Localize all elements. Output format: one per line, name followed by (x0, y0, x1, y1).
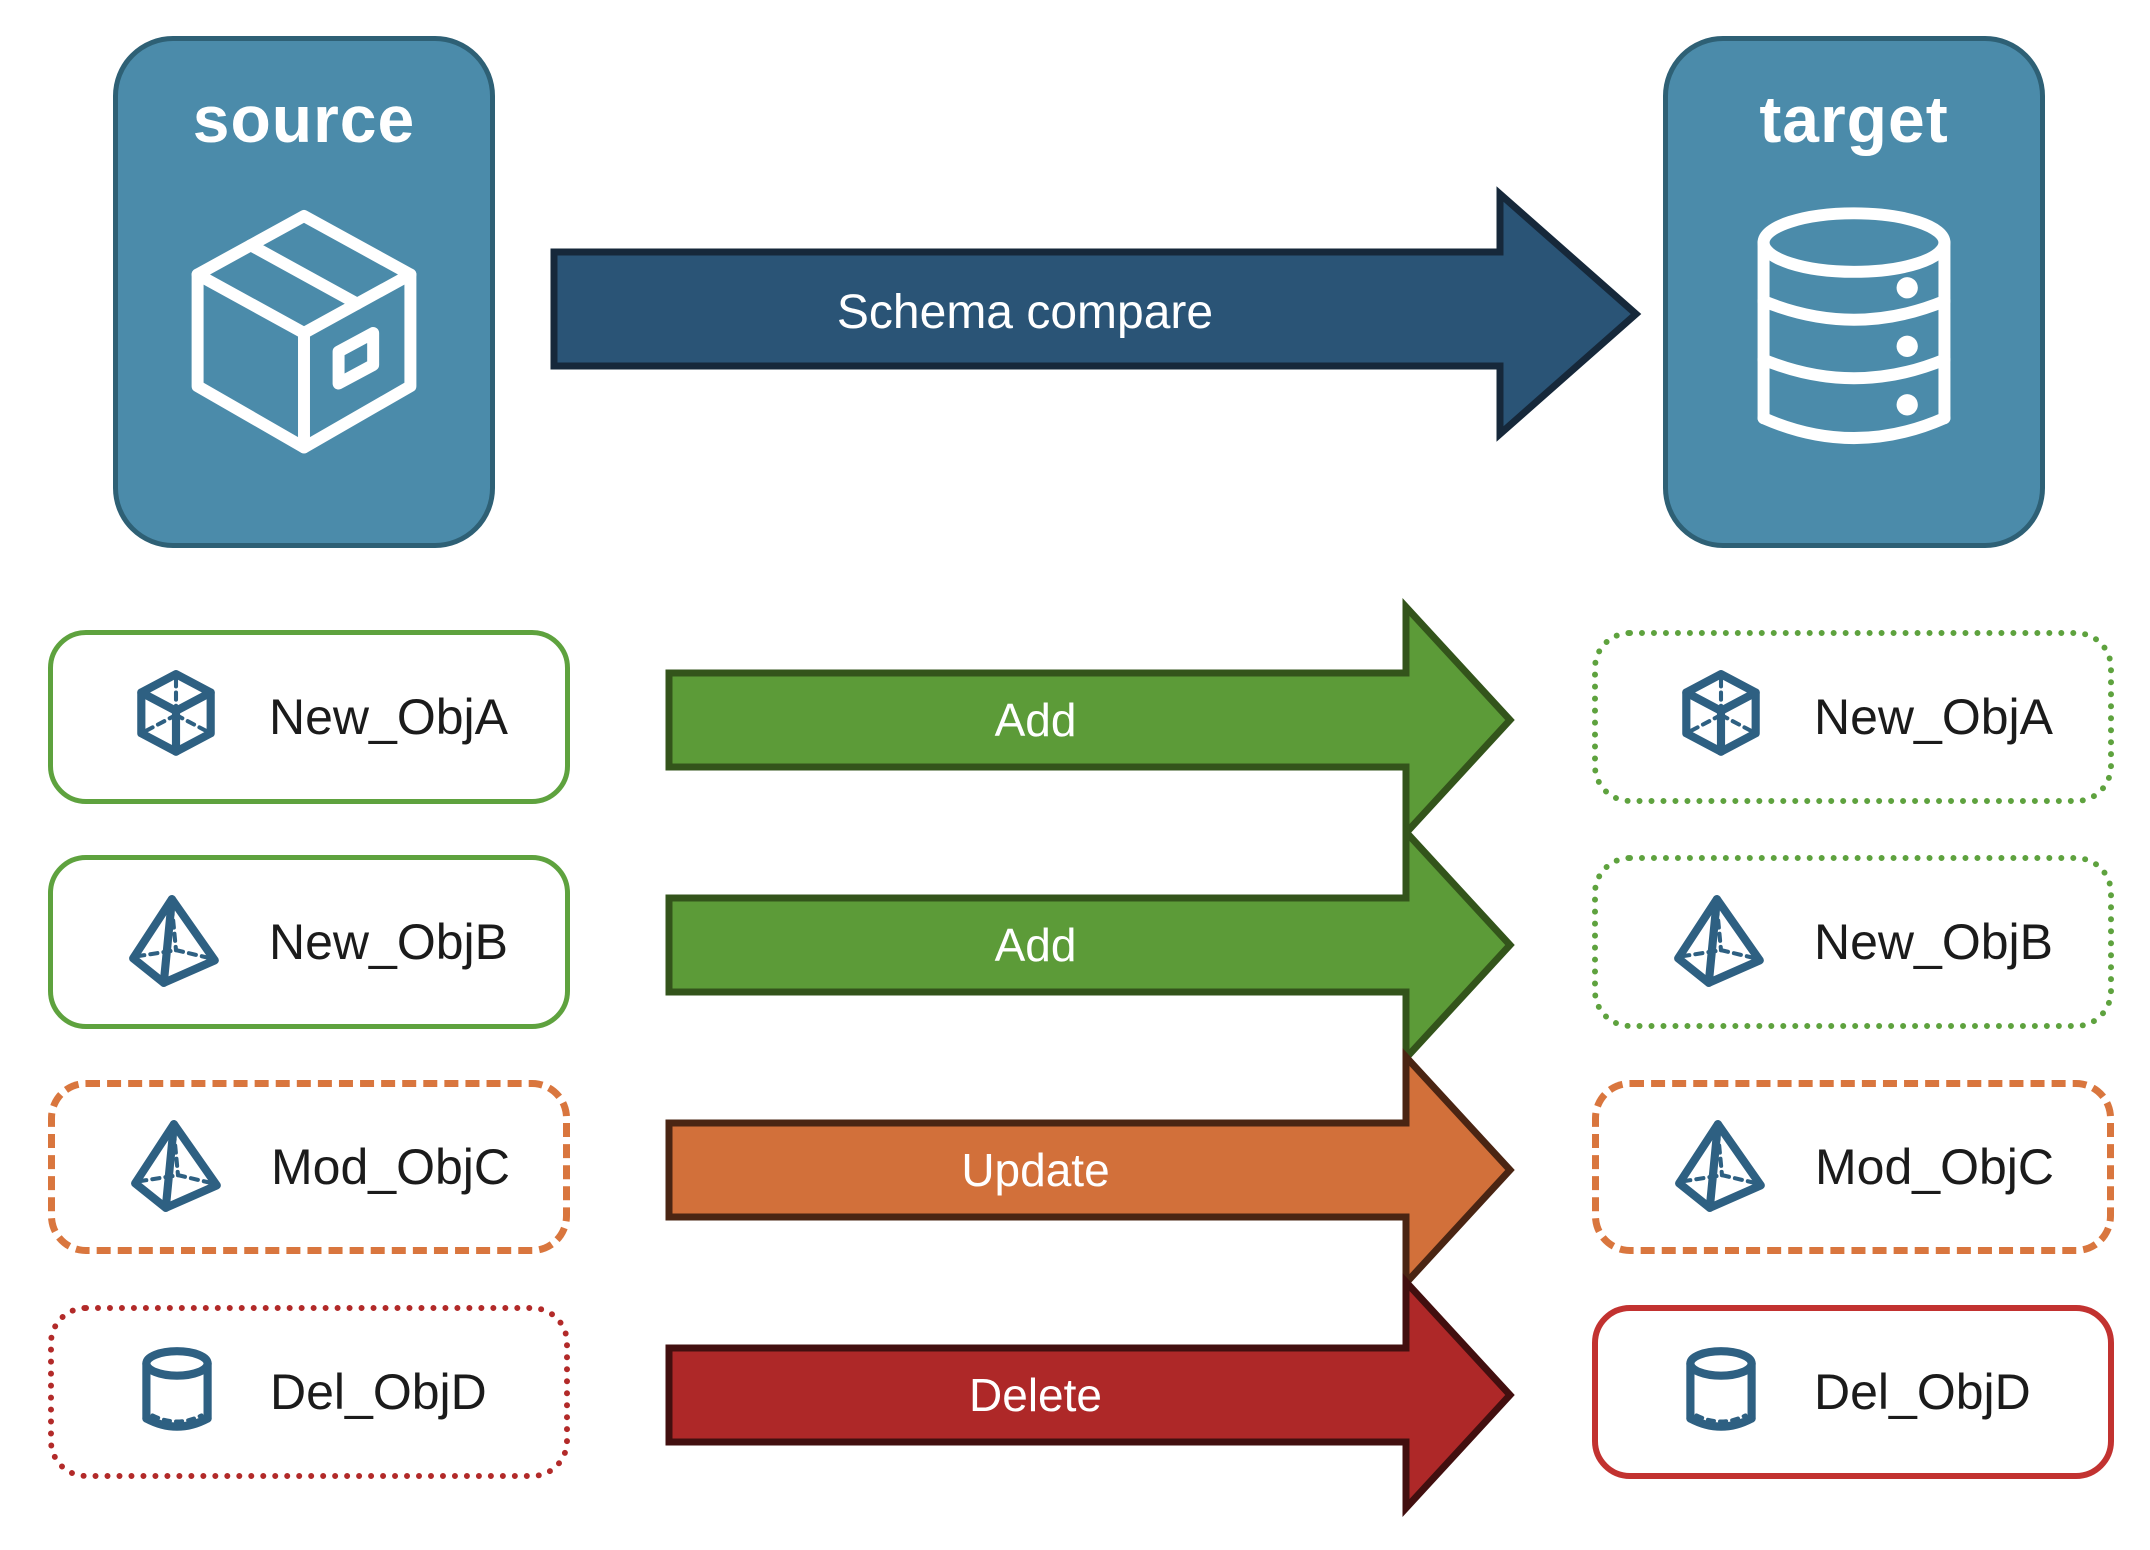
target-object-card-new-objb: New_ObjB (1592, 855, 2114, 1029)
delete-arrow: Delete (665, 1273, 1515, 1517)
target-node-title: target (1759, 82, 1949, 156)
right-arrow-icon (665, 1048, 1515, 1292)
object-label: Del_ObjD (270, 1364, 487, 1420)
action-arrow-label: Add (994, 919, 1077, 971)
target-object-card-new-obja: New_ObjA (1592, 630, 2114, 804)
object-label: Mod_ObjC (1815, 1139, 2054, 1195)
action-arrow-label: Add (994, 694, 1077, 746)
target-object-card-mod-objc: Mod_ObjC (1592, 1080, 2114, 1254)
action-arrow-label: Update (961, 1144, 1110, 1196)
pyramid-icon (1671, 1116, 1773, 1218)
cube-icon (125, 666, 227, 768)
update-arrow: Update (665, 1048, 1515, 1292)
action-arrow-label: Delete (969, 1369, 1102, 1421)
pyramid-icon (1670, 891, 1772, 993)
object-label: New_ObjA (1814, 689, 2053, 745)
cylinder-icon (1670, 1341, 1772, 1443)
object-label: New_ObjB (1814, 914, 2053, 970)
pyramid-icon (125, 891, 227, 993)
source-object-card-new-obja: New_ObjA (48, 630, 570, 804)
source-object-card-del-objd: Del_ObjD (48, 1305, 570, 1479)
target-object-card-del-objd: Del_ObjD (1592, 1305, 2114, 1479)
right-arrow-icon (665, 598, 1515, 842)
object-label: New_ObjA (269, 689, 508, 745)
schema-compare-arrow: Schema compare (550, 186, 1642, 442)
schema-compare-arrow-label: Schema compare (836, 286, 1214, 339)
cylinder-icon (126, 1341, 228, 1443)
object-label: New_ObjB (269, 914, 508, 970)
right-arrow-icon (665, 823, 1515, 1067)
cube-icon (1670, 666, 1772, 768)
source-node-title: source (192, 82, 416, 156)
source-node: source (113, 36, 495, 548)
right-arrow-icon (665, 1273, 1515, 1517)
add-arrow: Add (665, 598, 1515, 842)
source-object-card-mod-objc: Mod_ObjC (48, 1080, 570, 1254)
source-object-card-new-objb: New_ObjB (48, 855, 570, 1029)
right-arrow-icon (550, 186, 1642, 442)
target-node: target (1663, 36, 2045, 548)
object-label: Mod_ObjC (271, 1139, 510, 1195)
add-arrow: Add (665, 823, 1515, 1067)
object-label: Del_ObjD (1814, 1364, 2031, 1420)
package-icon (171, 183, 437, 483)
pyramid-icon (127, 1116, 229, 1218)
database-icon (1721, 183, 1987, 483)
